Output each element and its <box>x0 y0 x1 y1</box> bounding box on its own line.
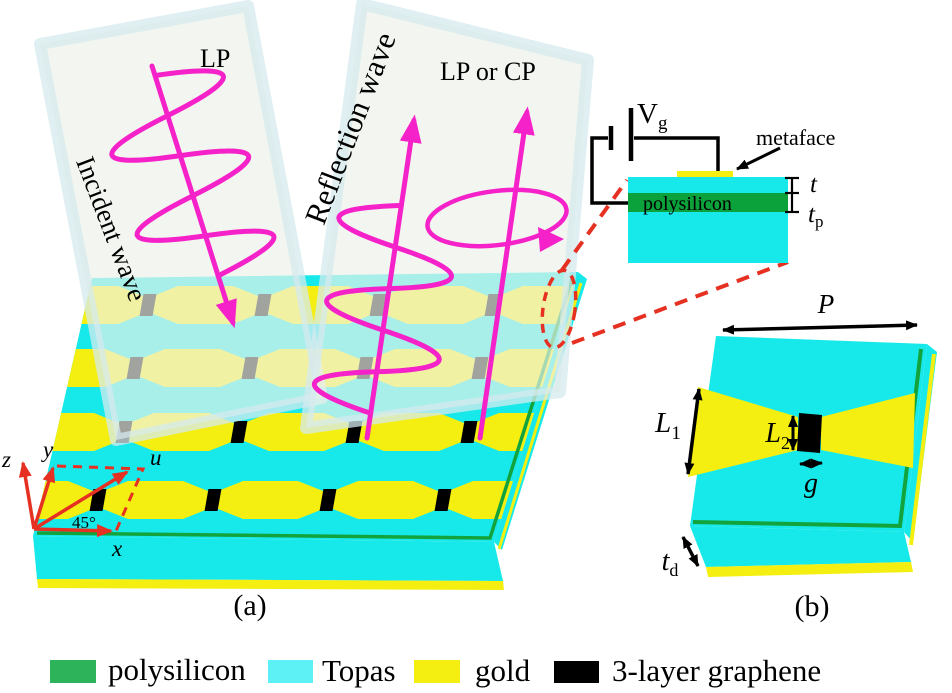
caption-b: (b) <box>795 590 830 623</box>
x-axis-label: x <box>111 536 123 561</box>
slab-gold-bottom-edge <box>37 579 504 590</box>
u-axis-dashed-guide <box>56 464 146 532</box>
cp-polarization-ellipse <box>425 187 569 249</box>
gap-arrow <box>799 458 823 469</box>
bowtie-row-3 <box>33 413 578 451</box>
period-arrow <box>722 320 918 335</box>
zoom-highlight <box>540 178 789 350</box>
reflected-wave-sine <box>311 203 454 416</box>
bowtie-left-patch <box>688 387 798 477</box>
legend-label-graphene: 3-layer graphene <box>612 653 821 688</box>
period-label: P <box>817 289 835 319</box>
incident-wave-sine <box>109 68 277 279</box>
l1-label: L1 <box>654 407 681 444</box>
cross-section-inset: Vg metaface polysilicon t tp <box>590 98 835 263</box>
t-thickness-label: t <box>810 171 818 198</box>
y-axis-arrow <box>32 466 56 530</box>
cell-dimension-arrows <box>681 320 918 567</box>
unit-cell: P L1 L2 g td <box>654 289 937 580</box>
legend-label-gold: gold <box>475 653 531 688</box>
u-axis-arrow <box>33 470 129 531</box>
legend-swatch-gold <box>414 660 460 683</box>
thickness-markers <box>785 176 799 214</box>
cp-rotation-arrowhead <box>538 227 564 252</box>
metaface-pointer-arrow <box>736 146 781 171</box>
legend-swatch-topas <box>268 660 313 683</box>
metaface-label: metaface <box>756 125 835 150</box>
highlight-ellipse <box>540 268 578 350</box>
incident-polarization-label: LP <box>200 44 230 73</box>
inset-polysilicon-layer <box>628 193 788 212</box>
z-axis-arrow <box>18 461 36 530</box>
graphene-patch <box>797 413 822 453</box>
gap-label: g <box>804 468 818 499</box>
td-arrow <box>681 536 700 567</box>
x-axis-arrow <box>33 524 113 538</box>
td-label: td <box>662 546 679 580</box>
caption-a: (a) <box>233 589 266 622</box>
l2-label: L2 <box>764 418 790 453</box>
inset-polysilicon-label: polysilicon <box>643 193 732 215</box>
inset-topas-block <box>628 177 788 263</box>
reflected-cp-wave-arrow <box>477 106 535 441</box>
bias-circuit-wire <box>590 136 720 205</box>
rotation-angle-label: 45° <box>72 513 96 532</box>
cell-gold-right-edge <box>909 353 936 546</box>
slab-front-face <box>33 536 503 581</box>
reflection-polarization-label: LP or CP <box>440 57 536 86</box>
reflected-lp-wave-arrow <box>311 114 454 441</box>
legend-swatch-polysilicon <box>50 660 96 683</box>
bowtie-right-patch <box>821 393 915 468</box>
inset-metaface-strip <box>677 171 733 177</box>
cell-gold-bottom-edge <box>706 562 913 577</box>
z-axis-label: z <box>1 447 11 472</box>
u-axis-label: u <box>150 445 162 470</box>
gate-voltage-label: Vg <box>637 98 668 134</box>
legend: polysilicon Topas gold 3-layer graphene <box>50 652 821 688</box>
captions: (a) (b) <box>233 589 829 623</box>
legend-swatch-graphene <box>554 661 599 683</box>
y-axis-label: y <box>41 437 54 462</box>
cell-front-face <box>690 526 911 567</box>
coordinate-axes: z y u x 45° <box>1 437 162 561</box>
waves <box>109 63 569 441</box>
legend-label-topas: Topas <box>322 653 396 688</box>
leader-dash-lower <box>571 260 789 345</box>
tp-thickness-label: tp <box>808 201 823 231</box>
incident-wave-arrow <box>109 63 277 329</box>
leader-dash-upper <box>560 178 629 272</box>
l1-arrow <box>684 388 703 475</box>
legend-label-polysilicon: polysilicon <box>108 652 246 687</box>
